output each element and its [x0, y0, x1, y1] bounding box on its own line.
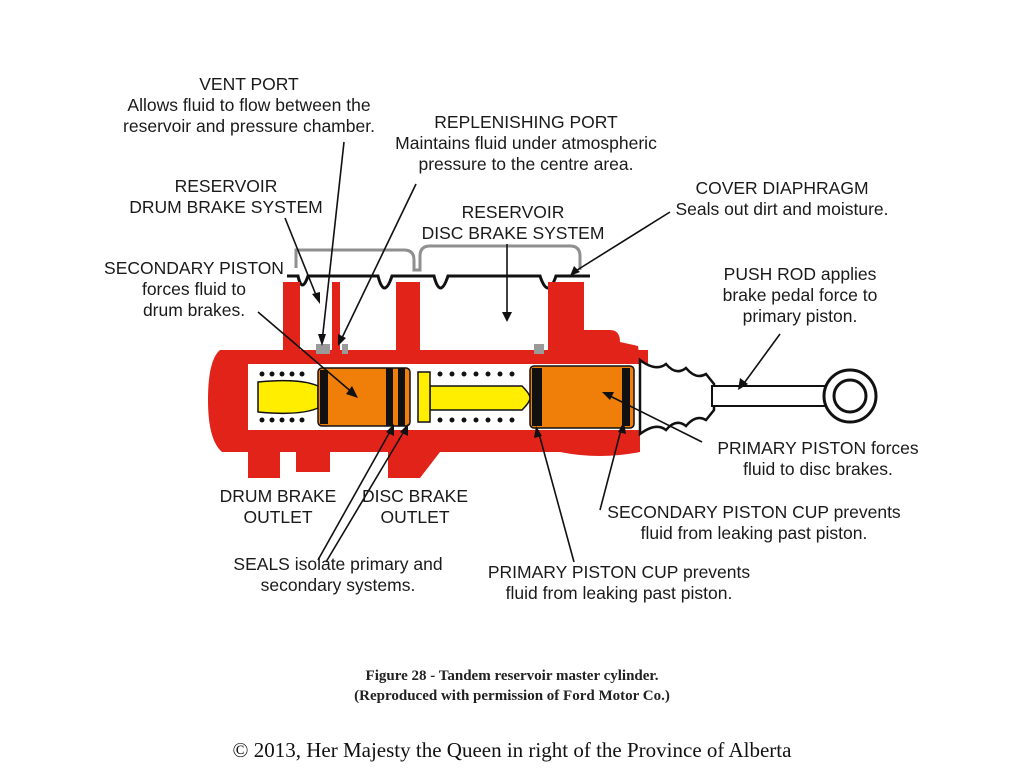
- label-vent-port: VENT PORT Allows fluid to flow between t…: [118, 74, 380, 137]
- push-rod-line1: PUSH ROD applies: [723, 264, 877, 284]
- label-seals: SEALS isolate primary and secondary syst…: [226, 554, 450, 596]
- replenishing-port-line1: Maintains fluid under atmospheric: [395, 133, 657, 153]
- cover-diaphragm-line1: Seals out dirt and moisture.: [675, 199, 889, 219]
- reservoir-drum-line2: DRUM BRAKE SYSTEM: [129, 197, 323, 217]
- label-disc-outlet: DISC BRAKE OUTLET: [356, 486, 474, 528]
- disc-outlet-line1: DISC BRAKE: [362, 486, 468, 506]
- secondary-piston: [317, 367, 411, 427]
- replenishing-port-title: REPLENISHING PORT: [434, 112, 618, 132]
- secondary-cup-line1: SECONDARY PISTON CUP prevents: [607, 502, 901, 522]
- replenishing-port-line2: pressure to the centre area.: [418, 154, 634, 174]
- label-cover-diaphragm: COVER DIAPHRAGM Seals out dirt and moist…: [668, 178, 896, 220]
- port-inserts: [316, 344, 544, 354]
- drum-outlet-line1: DRUM BRAKE: [219, 486, 337, 506]
- push-rod: [711, 368, 878, 424]
- label-push-rod: PUSH ROD applies brake pedal force to pr…: [710, 264, 890, 327]
- vent-port-line2: reservoir and pressure chamber.: [123, 116, 375, 136]
- label-reservoir-disc: RESERVOIR DISC BRAKE SYSTEM: [416, 202, 610, 244]
- rubber-boot: [638, 357, 716, 437]
- seals-line1: SEALS isolate primary and: [233, 554, 443, 574]
- secondary-cup-line2: fluid from leaking past piston.: [640, 523, 868, 543]
- primary-cup-line2: fluid from leaking past piston.: [505, 583, 733, 603]
- label-primary-piston: PRIMARY PISTON forces fluid to disc brak…: [710, 438, 926, 480]
- reservoir-disc-line1: RESERVOIR: [461, 202, 565, 222]
- vent-port-title: VENT PORT: [199, 74, 299, 94]
- seals-line2: secondary systems.: [260, 575, 416, 595]
- reservoir-disc-line2: DISC BRAKE SYSTEM: [421, 223, 605, 243]
- label-secondary-piston-cup: SECONDARY PISTON CUP prevents fluid from…: [598, 502, 910, 544]
- figure-caption-line1: Figure 28 - Tandem reservoir master cyli…: [365, 668, 659, 684]
- cover-diaphragm-title: COVER DIAPHRAGM: [695, 178, 869, 198]
- primary-piston-line2: fluid to disc brakes.: [743, 459, 893, 479]
- primary-cup-line1: PRIMARY PISTON CUP prevents: [487, 562, 751, 582]
- copyright-notice: © 2013, Her Majesty the Queen in right o…: [232, 738, 792, 762]
- drum-outlet-line2: OUTLET: [243, 507, 313, 527]
- secondary-piston-line2: drum brakes.: [142, 300, 246, 320]
- push-rod-line2: brake pedal force to: [722, 285, 878, 305]
- figure-caption-line2: (Reproduced with permission of Ford Moto…: [354, 688, 670, 704]
- label-primary-piston-cup: PRIMARY PISTON CUP prevents fluid from l…: [478, 562, 760, 604]
- vent-port-line1: Allows fluid to flow between the: [127, 95, 371, 115]
- primary-piston-line1: PRIMARY PISTON forces: [717, 438, 919, 458]
- leader-lines: [257, 141, 781, 563]
- label-replenishing-port: REPLENISHING PORT Maintains fluid under …: [388, 112, 664, 175]
- cylinder-housing: [208, 282, 648, 478]
- leader-arrowheads: [312, 266, 748, 438]
- secondary-piston-title: SECONDARY PISTON: [104, 258, 284, 278]
- reservoir-drum-line1: RESERVOIR: [174, 176, 278, 196]
- primary-piston: [529, 365, 635, 429]
- label-drum-outlet: DRUM BRAKE OUTLET: [212, 486, 344, 528]
- disc-outlet-line2: OUTLET: [380, 507, 450, 527]
- reservoir-cap: [294, 244, 582, 272]
- push-rod-line3: primary piston.: [742, 306, 858, 326]
- label-reservoir-drum: RESERVOIR DRUM BRAKE SYSTEM: [124, 176, 328, 218]
- cover-diaphragm: [287, 274, 590, 290]
- label-secondary-piston: SECONDARY PISTON forces fluid to drum br…: [98, 258, 290, 321]
- secondary-piston-line1: forces fluid to: [141, 279, 247, 299]
- primary-spring: [417, 371, 531, 423]
